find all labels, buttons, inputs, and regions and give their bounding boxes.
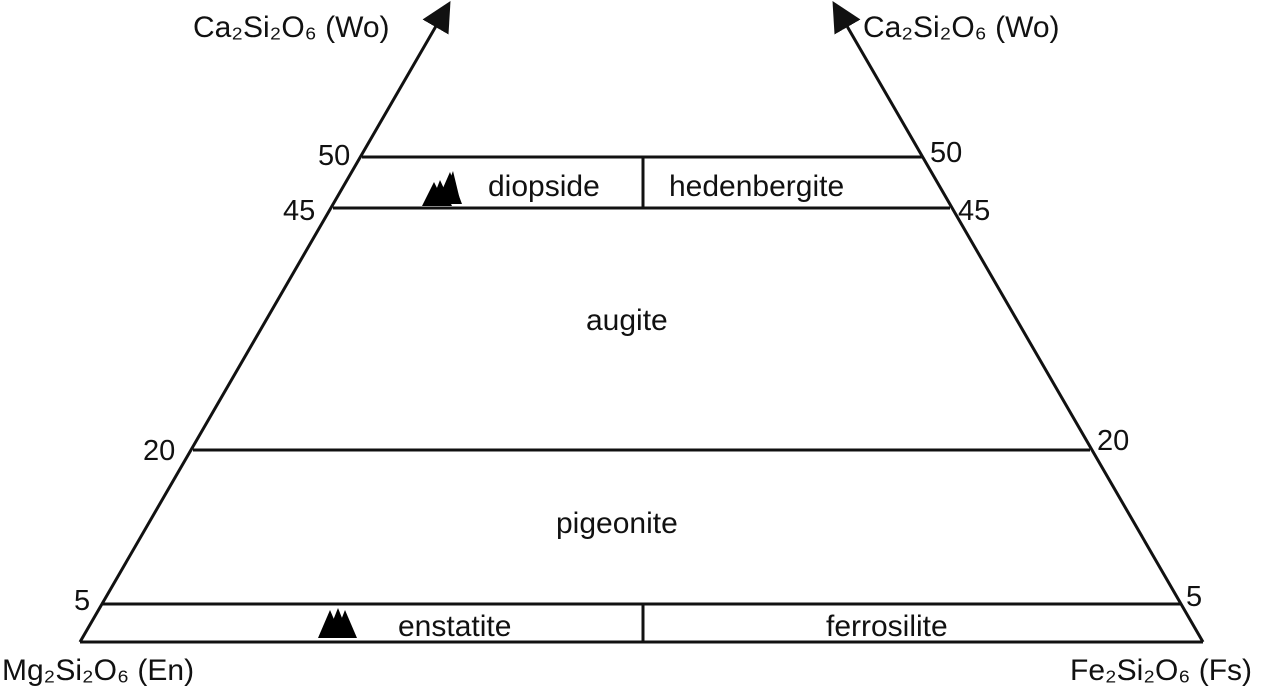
right-axis — [832, 1, 1205, 643]
marker-cluster-enstatite — [318, 608, 357, 638]
apex-label-wo-left: Ca₂Si₂O₆ (Wo) — [193, 11, 390, 44]
field-enstatite: enstatite — [398, 610, 511, 643]
tick-5-right: 5 — [1186, 581, 1202, 613]
field-augite: augite — [586, 304, 668, 337]
apex-label-en: Mg₂Si₂O₆ (En) — [2, 654, 194, 687]
tick-20-left: 20 — [143, 435, 175, 467]
tick-20-right: 20 — [1097, 425, 1129, 457]
apex-label-wo-right: Ca₂Si₂O₆ (Wo) — [863, 11, 1060, 44]
tick-50-left: 50 — [318, 140, 350, 172]
field-hedenbergite: hedenbergite — [669, 170, 844, 203]
field-pigeonite: pigeonite — [556, 507, 678, 540]
tick-5-left: 5 — [74, 585, 90, 617]
triangle-marker — [334, 610, 357, 638]
field-diopside: diopside — [488, 170, 600, 203]
field-ferrosilite: ferrosilite — [826, 610, 948, 643]
tick-45-right: 45 — [958, 195, 990, 227]
marker-cluster-diopside — [422, 171, 462, 206]
tick-45-left: 45 — [283, 195, 315, 227]
triangle-marker — [442, 171, 460, 200]
apex-label-fs: Fe₂Si₂O₆ (Fs) — [1070, 654, 1252, 687]
tick-50-right: 50 — [930, 137, 962, 169]
left-axis — [78, 1, 451, 643]
